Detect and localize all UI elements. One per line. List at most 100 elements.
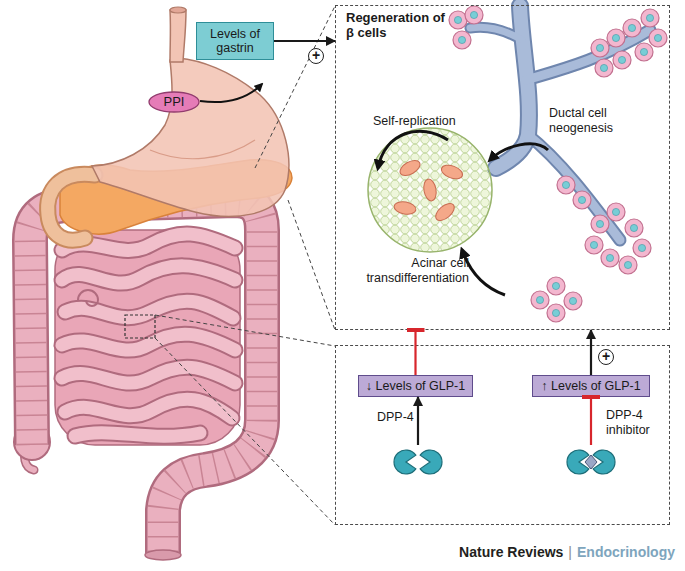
zoom-panel: Regeneration of β cellsSelf-replication D… [335,5,670,330]
acinar-cell [573,191,591,209]
enzyme-inhibitor-symbol-outline [566,445,616,479]
hormone-box: Levels of gastrin [196,22,274,60]
journal-name: Endocrinology [577,544,675,560]
acinar-cell [557,176,575,194]
beta-cell [422,178,438,202]
small-intestine [55,230,240,445]
acinar-cell [635,43,653,61]
acinar-cell [564,292,582,310]
acinar-cell [591,39,609,57]
drug-ellipse: PPI [148,91,200,113]
acinar-cell [623,19,641,37]
node-text: ↑ Levels of GLP-1 [541,379,640,393]
pancreatic-duct [528,135,620,240]
arrow-connector [417,397,419,445]
hormone-level-box: ↓ Levels of GLP-1 [358,375,473,397]
acinar-cell [449,11,467,29]
acinar-cell [641,9,659,27]
beta-cell [397,157,422,178]
node-text: Levels of gastrin [197,27,273,56]
intestine-loop [75,433,200,437]
zoom-line [155,315,335,346]
node-text: PPI [164,95,185,110]
separator: | [568,544,572,560]
beta-cell [440,163,465,182]
stimulation-sign: + [598,349,614,365]
node-text: ↓ Levels of GLP-1 [366,379,465,393]
hormone-level-box: ↑ Levels of GLP-1 [532,375,650,397]
pancreatic-duct [528,135,620,240]
colon [30,200,262,553]
enzyme-inhibitor-symbol: DPP-4 inhibitor [566,445,616,479]
oesophagus [170,10,186,62]
pancreatic-duct [470,27,522,40]
arrow-connector [274,40,335,42]
process-label: Ductal cell neogenesis [549,106,644,136]
intestine-loops [62,234,235,436]
beta-cell [433,200,458,223]
enzyme-half [394,450,416,474]
acinar-cell [649,29,667,47]
zoom-region [125,315,155,338]
duodenum [48,174,95,240]
process-label: Acinar cell transdifferentiation [344,256,469,286]
enzyme-label: DPP-4 inhibitor [606,408,666,438]
duodenum [48,174,95,240]
intestine-spiral [78,290,98,306]
drug-action-arrow [200,84,262,102]
intestine-loops [62,234,235,436]
enzyme-half [420,450,442,474]
acinar-cell [607,29,625,47]
acinar-cell [585,236,603,254]
ellipse-outline [149,92,199,112]
intestine-loop [75,433,200,437]
enzyme-label: DPP-4 [377,410,427,425]
acinar-cell [595,59,613,77]
intestine-loop [65,301,233,318]
intestine-loop [62,367,235,383]
acinar-cell [547,304,565,322]
process-arrow [490,144,548,160]
acinar-cell [591,215,609,233]
acinar-cell [465,6,483,24]
zoom-panel: ↓ Levels of GLP-1↑ Levels of GLP-1DPP-4D… [335,345,670,525]
enzyme-symbol: DPP-4 [393,445,443,479]
rectum-end [145,550,181,560]
acinar-cell [607,203,625,221]
colon-haustra [30,200,262,553]
inhibition-connector [590,397,592,445]
intestine-loop [62,334,235,350]
inhibition-connector [414,330,416,375]
stimulation-sign: + [308,48,324,64]
acinar-cell [601,249,619,267]
intestine-loop [62,367,235,383]
stomach [92,58,289,216]
intestine-loop [62,266,235,283]
process-arrow [378,131,448,168]
intestine-loop [65,399,232,418]
pancreatic-islet [368,128,492,252]
enzyme-symbol-outline [393,445,443,479]
acinar-cell [619,256,637,274]
intestine-loop [62,334,235,350]
zoom-line [288,200,335,330]
acinar-cell [625,219,643,237]
arrow-connector [590,330,592,375]
colon [30,200,262,553]
intestine-loop [65,399,232,418]
credit-line: Nature Reviews | Endocrinology [454,544,675,560]
pancreatic-duct [470,27,522,40]
panel-heading: Regeneration of β cells [346,10,456,41]
intestine-loop [62,266,235,283]
publisher-name: Nature Reviews [459,544,563,560]
inhibitor-molecule [585,455,597,469]
acinar-cell [613,51,631,69]
process-label: Self-replication [373,114,473,129]
acinar-cell [531,291,549,309]
beta-cell [393,200,417,216]
